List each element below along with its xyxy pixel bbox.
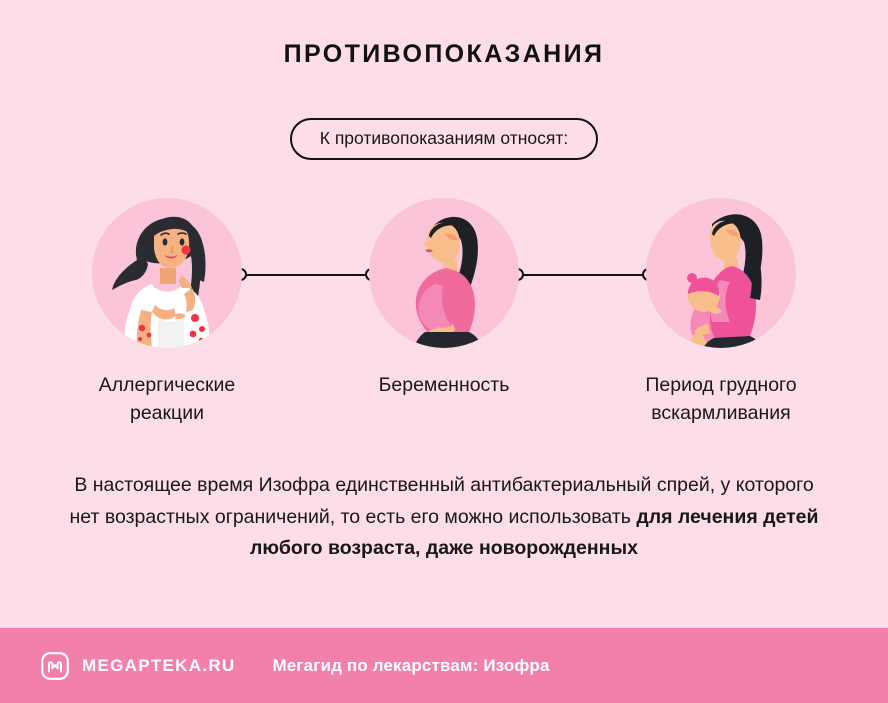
footer-bar: MEGAPTEKA.RU Мегагид по лекарствам: Изоф… xyxy=(0,628,888,703)
pregnant-woman-illustration xyxy=(369,198,519,348)
item-breastfeeding xyxy=(646,198,796,348)
badge-container: К противопоказаниям относят: xyxy=(0,118,888,161)
paragraph-bold-text: для лечения детей любого возраста, даже … xyxy=(250,505,819,560)
items-row xyxy=(0,198,888,348)
footer-caption-text: Мегагид по лекарствам: Изофра xyxy=(272,655,550,675)
footer-brand-text: MEGAPTEKA.RU xyxy=(82,655,236,675)
label-line-1: Беременность xyxy=(378,374,510,396)
label-pregnancy: Беременность xyxy=(304,372,584,400)
labels-row: Аллергические реакции Беременность Перио… xyxy=(0,372,888,442)
mother-breastfeeding-baby-illustration xyxy=(646,198,796,348)
item-allergic-reactions xyxy=(92,198,242,348)
woman-with-allergic-rash-illustration xyxy=(92,198,242,348)
label-line-1: Период грудного xyxy=(645,374,797,396)
megapteka-logo-icon xyxy=(41,651,69,680)
label-line-1: Аллергические xyxy=(98,374,236,396)
connector-line xyxy=(240,274,372,277)
label-line-2: вскармливания xyxy=(651,401,791,424)
body-paragraph: В настоящее время Изофра единственный ан… xyxy=(64,470,824,565)
label-breastfeeding: Период грудного вскармливания xyxy=(581,372,861,427)
connector-line xyxy=(517,274,649,277)
page-title: ПРОТИВОПОКАЗАНИЯ xyxy=(283,40,605,68)
label-line-2: реакции xyxy=(129,401,205,424)
intro-badge: К противопоказаниям относят: xyxy=(289,118,599,161)
item-pregnancy xyxy=(369,198,519,348)
label-allergic-reactions: Аллергические реакции xyxy=(27,372,307,427)
paragraph-normal-text: В настоящее время Изофра единственный ан… xyxy=(69,474,814,528)
